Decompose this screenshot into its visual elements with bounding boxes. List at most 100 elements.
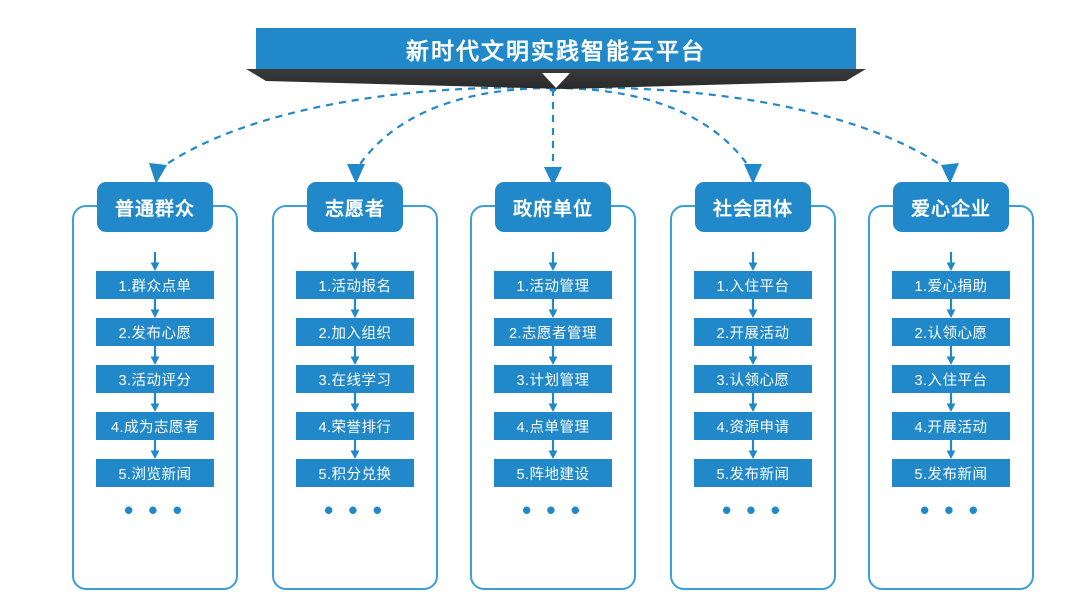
step-label: 2.加入组织 <box>318 325 392 342</box>
role-title-general-public: 普通群众 <box>114 198 196 220</box>
role-header-social-group[interactable]: 社会团体 <box>694 182 812 232</box>
step-item[interactable]: 1.活动报名 <box>296 271 414 299</box>
down-arrow-icon <box>350 299 360 318</box>
role-column-general-public: 普通群众 1.群众点单 2.发布心愿 3.活动评分 4.成为志愿者 5.浏览新闻 • • … <box>72 182 238 590</box>
step-label: 1.活动报名 <box>318 278 392 295</box>
down-arrow-icon <box>350 440 360 459</box>
step-item[interactable]: 3.在线学习 <box>296 365 414 393</box>
down-arrow-icon <box>150 252 160 271</box>
step-item[interactable]: 3.入住平台 <box>892 365 1010 393</box>
step-item[interactable]: 3.认领心愿 <box>694 365 812 393</box>
down-arrow-icon <box>548 252 558 271</box>
down-arrow-icon <box>946 346 956 365</box>
step-label: 3.在线学习 <box>318 372 392 389</box>
role-column-government-unit: 政府单位 1.活动管理 2.志愿者管理 3.计划管理 4.点单管理 5.阵地建设 • • … <box>470 182 636 590</box>
step-item[interactable]: 2.认领心愿 <box>892 318 1010 346</box>
role-column-steps: 1.入住平台 2.开展活动 3.认领心愿 4.资源申请 5.发布新闻 • • • <box>672 252 834 525</box>
step-item[interactable]: 3.计划管理 <box>494 365 612 393</box>
role-column-steps: 1.活动管理 2.志愿者管理 3.计划管理 4.点单管理 5.阵地建设 • • • <box>472 252 634 525</box>
step-label: 4.荣誉排行 <box>318 419 392 436</box>
role-column-social-group: 社会团体 1.入住平台 2.开展活动 3.认领心愿 4.资源申请 5.发布新闻 • • • <box>670 182 836 590</box>
platform-title-banner: 新时代文明实践智能云平台 <box>256 28 856 69</box>
step-item[interactable]: 4.点单管理 <box>494 412 612 440</box>
more-items-ellipsis[interactable]: • • • <box>920 495 982 525</box>
step-item[interactable]: 1.入住平台 <box>694 271 812 299</box>
page-title: 新时代文明实践智能云平台 <box>406 37 706 64</box>
step-item[interactable]: 1.活动管理 <box>494 271 612 299</box>
down-arrow-icon <box>150 299 160 318</box>
step-item[interactable]: 5.浏览新闻 <box>96 459 214 487</box>
step-label: 1.爱心捐助 <box>914 278 988 295</box>
step-label: 2.发布心愿 <box>118 325 192 342</box>
step-label: 4.资源申请 <box>716 419 790 436</box>
role-title-government-unit: 政府单位 <box>512 198 594 220</box>
step-label: 5.阵地建设 <box>516 466 590 483</box>
step-label: 1.群众点单 <box>118 278 192 295</box>
step-item[interactable]: 4.成为志愿者 <box>96 412 214 440</box>
down-arrow-icon <box>946 252 956 271</box>
step-item[interactable]: 5.积分兑换 <box>296 459 414 487</box>
step-label: 2.志愿者管理 <box>508 325 598 342</box>
down-arrow-icon <box>946 440 956 459</box>
down-arrow-icon <box>350 252 360 271</box>
step-label: 1.入住平台 <box>716 278 790 295</box>
down-arrow-icon <box>350 346 360 365</box>
down-arrow-icon <box>150 440 160 459</box>
down-arrow-icon <box>548 393 558 412</box>
role-header-volunteer[interactable]: 志愿者 <box>306 182 404 232</box>
step-item[interactable]: 2.志愿者管理 <box>494 318 612 346</box>
role-title-social-group: 社会团体 <box>712 198 794 220</box>
down-arrow-icon <box>350 393 360 412</box>
step-item[interactable]: 2.开展活动 <box>694 318 812 346</box>
down-arrow-icon <box>548 346 558 365</box>
role-header-government-unit[interactable]: 政府单位 <box>494 182 612 232</box>
step-label: 5.发布新闻 <box>914 466 988 483</box>
down-arrow-icon <box>946 393 956 412</box>
more-items-ellipsis[interactable]: • • • <box>722 495 784 525</box>
more-items-ellipsis[interactable]: • • • <box>324 495 386 525</box>
down-arrow-icon <box>946 299 956 318</box>
step-label: 4.成为志愿者 <box>110 419 200 436</box>
step-item[interactable]: 4.资源申请 <box>694 412 812 440</box>
down-arrow-icon <box>548 440 558 459</box>
role-column-caring-enterprise: 爱心企业 1.爱心捐助 2.认领心愿 3.入住平台 4.开展活动 5.发布新闻 • • • <box>868 182 1034 590</box>
down-arrow-icon <box>748 299 758 318</box>
step-label: 5.浏览新闻 <box>118 466 192 483</box>
step-item[interactable]: 5.发布新闻 <box>694 459 812 487</box>
role-header-caring-enterprise[interactable]: 爱心企业 <box>892 182 1010 232</box>
chevron-down-icon <box>542 73 570 88</box>
step-item[interactable]: 1.群众点单 <box>96 271 214 299</box>
step-item[interactable]: 3.活动评分 <box>96 365 214 393</box>
step-label: 3.认领心愿 <box>716 372 790 389</box>
step-item[interactable]: 1.爱心捐助 <box>892 271 1010 299</box>
step-label: 5.积分兑换 <box>318 466 392 483</box>
step-label: 4.点单管理 <box>516 419 590 436</box>
step-label: 1.活动管理 <box>516 278 590 295</box>
step-item[interactable]: 2.发布心愿 <box>96 318 214 346</box>
title-ribbon-shadow <box>246 69 866 91</box>
down-arrow-icon <box>150 346 160 365</box>
role-header-general-public[interactable]: 普通群众 <box>96 182 214 232</box>
step-item[interactable]: 5.阵地建设 <box>494 459 612 487</box>
step-label: 2.开展活动 <box>716 325 790 342</box>
more-items-ellipsis[interactable]: • • • <box>522 495 584 525</box>
down-arrow-icon <box>548 299 558 318</box>
step-label: 4.开展活动 <box>914 419 988 436</box>
step-item[interactable]: 5.发布新闻 <box>892 459 1010 487</box>
step-label: 5.发布新闻 <box>716 466 790 483</box>
step-item[interactable]: 4.开展活动 <box>892 412 1010 440</box>
down-arrow-icon <box>748 393 758 412</box>
role-column-steps: 1.群众点单 2.发布心愿 3.活动评分 4.成为志愿者 5.浏览新闻 • • • <box>74 252 236 525</box>
role-title-volunteer: 志愿者 <box>324 198 386 220</box>
step-label: 3.计划管理 <box>516 372 590 389</box>
step-label: 3.入住平台 <box>914 372 988 389</box>
step-item[interactable]: 4.荣誉排行 <box>296 412 414 440</box>
step-label: 3.活动评分 <box>118 372 192 389</box>
role-column-volunteer: 志愿者 1.活动报名 2.加入组织 3.在线学习 4.荣誉排行 5.积分兑换 • • • <box>272 182 438 590</box>
role-column-steps: 1.爱心捐助 2.认领心愿 3.入住平台 4.开展活动 5.发布新闻 • • • <box>870 252 1032 525</box>
more-items-ellipsis[interactable]: • • • <box>124 495 186 525</box>
step-item[interactable]: 2.加入组织 <box>296 318 414 346</box>
down-arrow-icon <box>748 440 758 459</box>
